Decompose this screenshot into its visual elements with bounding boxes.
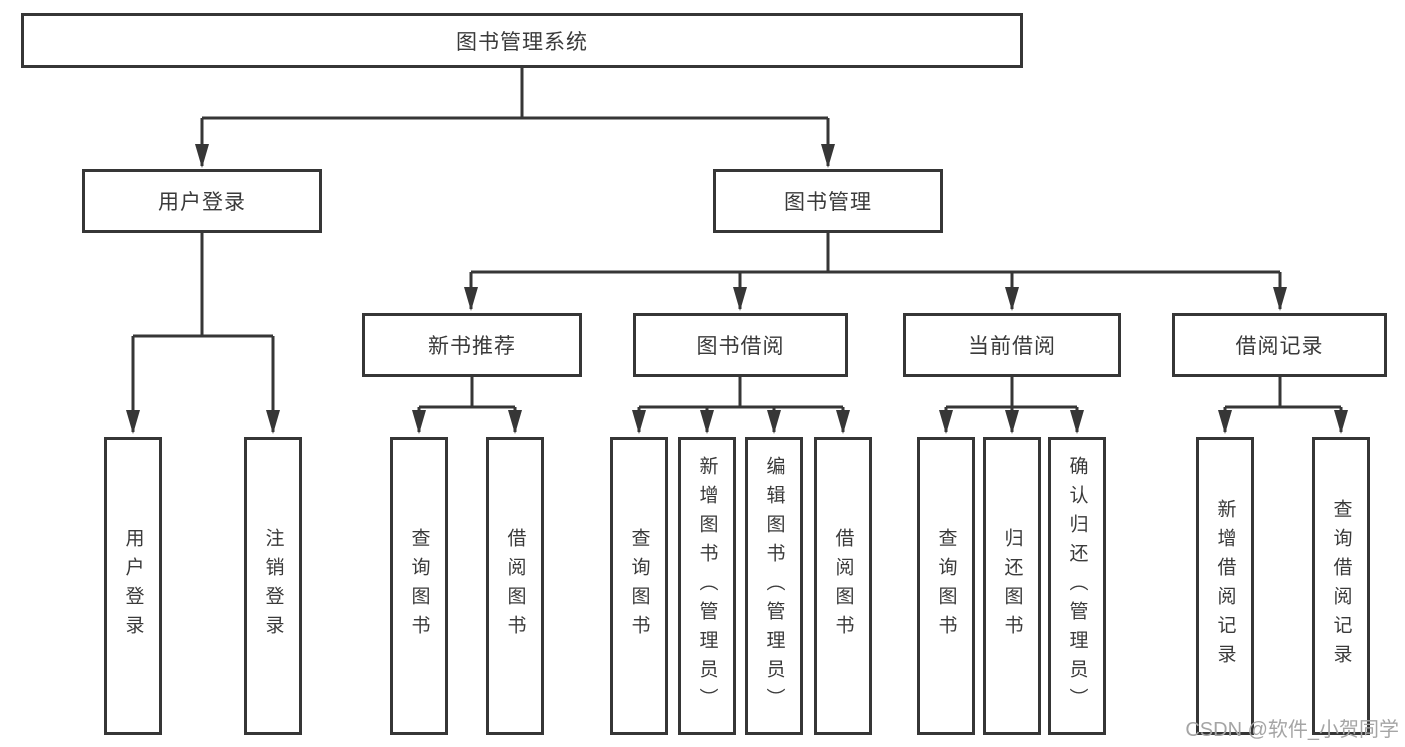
node-label: 借阅图书 xyxy=(504,528,526,644)
node-leaf-query-books-current: 查询图书 xyxy=(917,437,975,735)
node-user-login: 用户登录 xyxy=(82,169,322,233)
node-label: 图书借阅 xyxy=(696,335,785,358)
node-label: 图书管理 xyxy=(784,191,872,214)
node-label: 新书推荐 xyxy=(428,335,516,358)
node-label: 新增借阅记录 xyxy=(1214,499,1236,673)
node-label: 确认归还（管理员） xyxy=(1066,455,1088,717)
node-label: 归还图书 xyxy=(1001,528,1023,644)
node-current-borrowing: 当前借阅 xyxy=(903,313,1121,377)
connector-new-book-rec-children xyxy=(412,377,522,434)
node-leaf-logout: 注销登录 xyxy=(244,437,302,735)
node-book-management: 图书管理 xyxy=(713,169,943,233)
node-label: 用户登录 xyxy=(122,528,144,644)
node-label: 查询图书 xyxy=(408,528,430,644)
node-leaf-query-books-borrowing: 查询图书 xyxy=(610,437,668,735)
node-label: 编辑图书（管理员） xyxy=(763,455,785,717)
node-label: 图书管理系统 xyxy=(456,30,588,54)
csdn-watermark: CSDN @软件_小贺同学 xyxy=(1185,719,1399,741)
node-label: 借阅图书 xyxy=(832,528,854,644)
connector-user-login-children xyxy=(126,233,280,434)
node-leaf-borrow-books: 借阅图书 xyxy=(814,437,872,735)
node-label: 查询图书 xyxy=(628,528,650,644)
node-label: 借阅记录 xyxy=(1235,335,1324,358)
node-label: 新增图书（管理员） xyxy=(696,455,718,717)
node-leaf-add-borrow-record: 新增借阅记录 xyxy=(1196,437,1254,735)
node-book-borrowing: 图书借阅 xyxy=(633,313,848,377)
node-leaf-borrow-books-recommend: 借阅图书 xyxy=(486,437,544,735)
node-label: 注销登录 xyxy=(262,528,284,644)
node-label: 查询借阅记录 xyxy=(1330,499,1352,673)
node-root-system: 图书管理系统 xyxy=(21,13,1023,68)
connector-borrow-record-children xyxy=(1218,377,1348,434)
node-new-book-recommend: 新书推荐 xyxy=(362,313,582,377)
node-leaf-confirm-return-admin: 确认归还（管理员） xyxy=(1048,437,1106,735)
node-leaf-user-login: 用户登录 xyxy=(104,437,162,735)
node-leaf-edit-book-admin: 编辑图书（管理员） xyxy=(745,437,803,735)
connector-book-mgmt-children xyxy=(464,233,1287,311)
node-leaf-query-borrow-record: 查询借阅记录 xyxy=(1312,437,1370,735)
node-label: 用户登录 xyxy=(158,191,246,214)
connector-current-borrow-children xyxy=(939,377,1084,434)
node-leaf-query-books-recommend: 查询图书 xyxy=(390,437,448,735)
connector-root-to-level2 xyxy=(195,68,835,168)
node-label: 当前借阅 xyxy=(968,335,1056,358)
node-borrowing-records: 借阅记录 xyxy=(1172,313,1387,377)
connector-book-borrow-children xyxy=(632,377,850,434)
node-leaf-return-books: 归还图书 xyxy=(983,437,1041,735)
node-label: 查询图书 xyxy=(935,528,957,644)
node-leaf-add-book-admin: 新增图书（管理员） xyxy=(678,437,736,735)
